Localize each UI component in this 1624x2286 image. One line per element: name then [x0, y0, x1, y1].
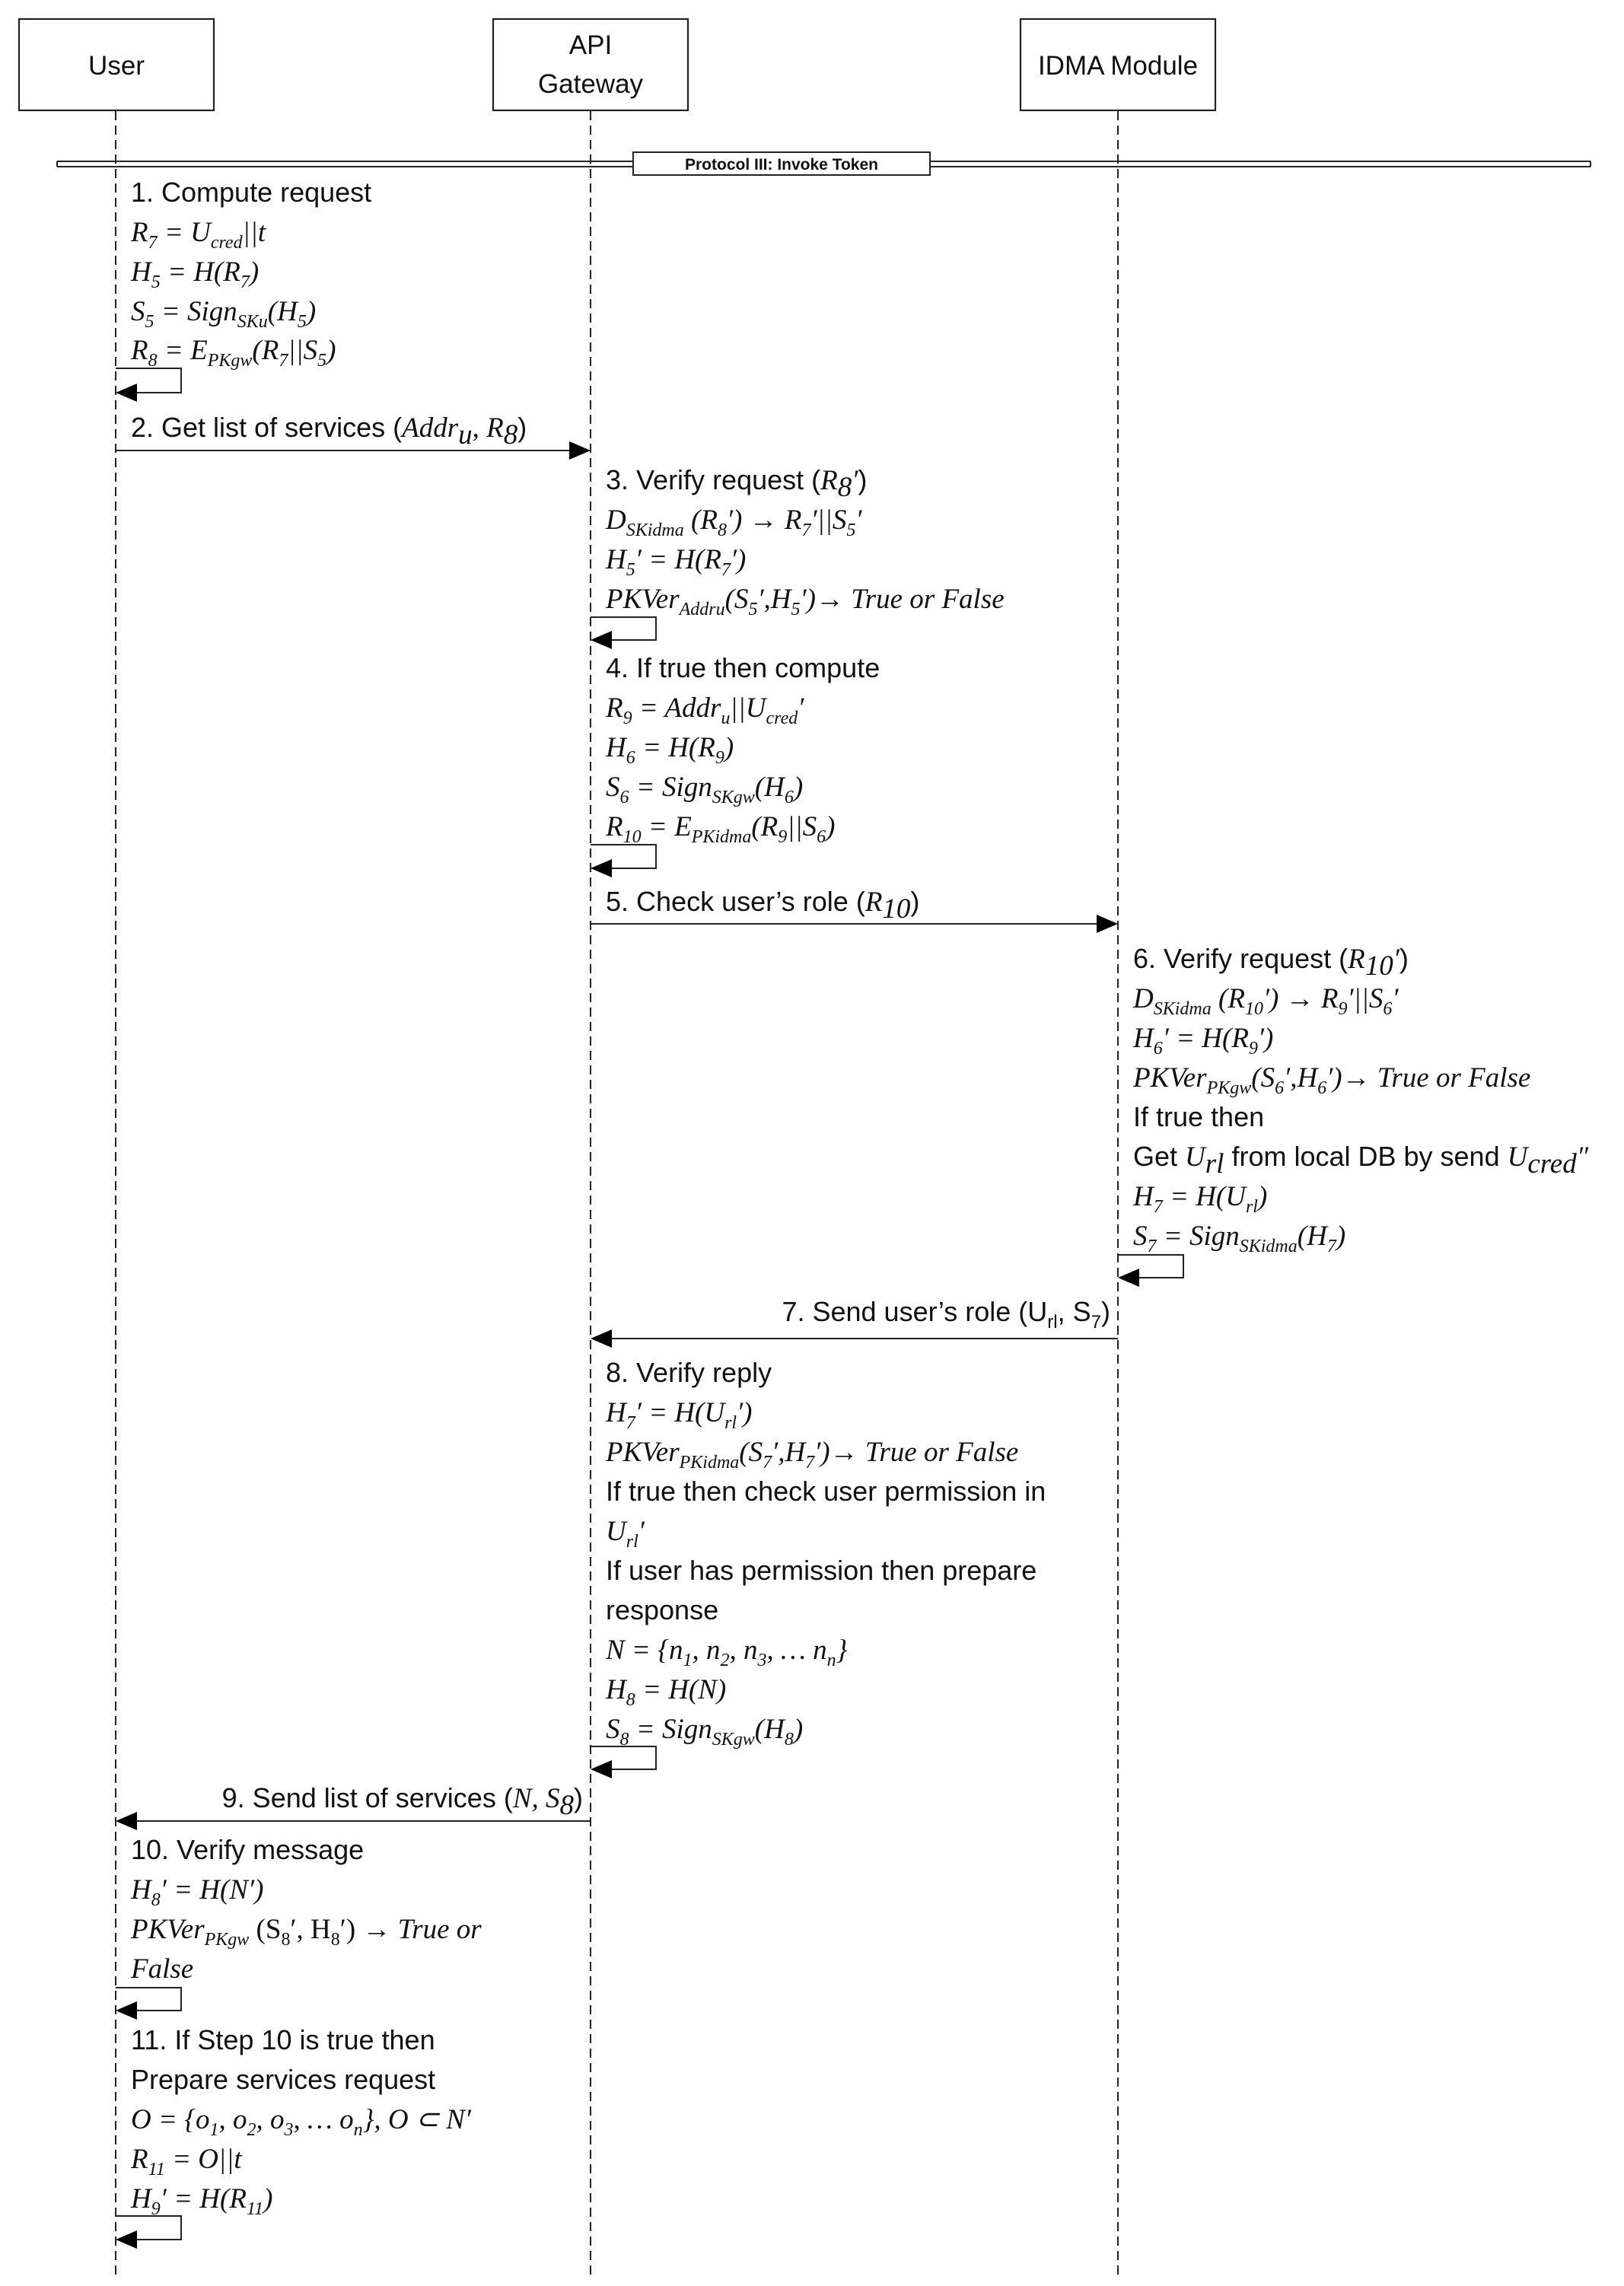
self-loop-step-11	[116, 2215, 182, 2249]
svg-text:User: User	[88, 51, 145, 81]
eq-pkver-pkgw-s8: PKVerPKgw (S8′, H8′) → True or	[130, 1914, 482, 1950]
svg-text:5. Check user’s role (R10): 5. Check user’s role (R10)	[606, 886, 919, 925]
eq-pkver-pkidma: PKVerPKidma(S7′,H7′)→ True or False	[605, 1437, 1018, 1473]
svg-text:7. Send user’s role (Url, S7): 7. Send user’s role (Url, S7)	[782, 1296, 1110, 1332]
eq-h9-prime: H9′ = H(R11)	[130, 2183, 273, 2219]
eq-s6: S6 = SignSKgw(H6)	[606, 772, 803, 807]
eq-h7: H7 = H(Url)	[1132, 1181, 1267, 1217]
self-loop-step-8	[591, 1746, 657, 1778]
protocol-banner: Protocol III: Invoke Token	[56, 151, 1591, 176]
self-loop-step-10	[116, 1987, 182, 2020]
eq-decrypt-r8: DSKidma (R8′) → R7′||S5′	[605, 505, 862, 540]
eq-s7: S7 = SignSKidma(H7)	[1133, 1221, 1345, 1256]
svg-text:Get Url from local DB by send: Get Url from local DB by send Ucred″	[1133, 1141, 1589, 1180]
svg-text:False: False	[130, 1953, 193, 1985]
eq-o-set: O = {o1, o2, o3, … on}, O ⊂ N′	[131, 2104, 472, 2140]
svg-text:3. Verify request (R8′): 3. Verify request (R8′)	[606, 464, 867, 503]
svg-text:Gateway: Gateway	[538, 69, 644, 99]
self-loop-step-4	[591, 844, 657, 877]
eq-r7: R7 = Ucred||t	[130, 217, 267, 253]
message-5-check-users-role: 5. Check user’s role (R10)	[591, 886, 1118, 933]
eq-s5: S5 = SignSKu(H5)	[131, 296, 316, 332]
eq-decrypt-r10: DSKidma (R10′) → R9′||S6′	[1132, 983, 1399, 1019]
eq-h5-prime: H5′ = H(R7′)	[605, 544, 746, 580]
step-4-if-true-compute: 4. If true then compute R9 = Addru||Ucre…	[605, 652, 880, 847]
eq-h7-prime: H7′ = H(Url′)	[605, 1397, 753, 1433]
svg-text:Protocol III: Invoke Token: Protocol III: Invoke Token	[685, 156, 878, 174]
eq-h6-prime: H6′ = H(R9′)	[1132, 1023, 1273, 1059]
step-1-compute-request: 1. Compute request R7 = Ucred||t H5 = H(…	[130, 177, 371, 371]
eq-r8: R8 = EPKgw(R7||S5)	[130, 335, 336, 371]
step-10-verify-message: 10. Verify message H8′ = H(N′) PKVerPKgw…	[130, 1834, 482, 1985]
svg-text:If true then: If true then	[1133, 1101, 1264, 1132]
self-loop-step-1	[116, 368, 182, 402]
eq-n-set: N = {n1, n2, n3, … nn}	[605, 1635, 848, 1670]
svg-text:response: response	[606, 1594, 718, 1625]
step-3-verify-request: 3. Verify request (R8′) DSKidma (R8′) → …	[605, 464, 1005, 619]
svg-text:6. Verify request (R10′): 6. Verify request (R10′)	[1133, 943, 1409, 982]
eq-h6: H6 = H(R9)	[605, 732, 734, 768]
svg-text:API: API	[569, 30, 612, 60]
eq-h5: H5 = H(R7)	[130, 256, 259, 292]
eq-r10: R10 = EPKidma(R9||S6)	[605, 811, 835, 847]
svg-text:9. Send list of services (N, S: 9. Send list of services (N, S8)	[222, 1782, 583, 1821]
actor-idma-module: IDMA Module	[1019, 18, 1217, 112]
actor-api-gateway: API Gateway	[492, 18, 689, 112]
eq-h8: H8 = H(N)	[605, 1674, 726, 1710]
eq-pkver-pkgw: PKVerPKgw(S6′,H6′)→ True or False	[1132, 1062, 1530, 1098]
svg-text:10. Verify message: 10. Verify message	[131, 1834, 364, 1865]
eq-s8: S8 = SignSKgw(H8)	[606, 1714, 803, 1750]
step-8-verify-reply: 8. Verify reply H7′ = H(Url′) PKVerPKidm…	[605, 1357, 1046, 1750]
message-7-send-users-role: 7. Send user’s role (Url, S7)	[591, 1296, 1118, 1348]
eq-h8-prime: H8′ = H(N′)	[130, 1874, 263, 1910]
svg-text:4. If true then compute: 4. If true then compute	[606, 652, 880, 683]
self-loop-step-3	[591, 616, 657, 649]
svg-text:If user has permission then pr: If user has permission then prepare	[606, 1555, 1036, 1586]
svg-text:2. Get list of services (Addru: 2. Get list of services (Addru, R8)	[131, 412, 527, 451]
eq-r11: R11 = O||t	[130, 2144, 243, 2179]
message-9-send-list-of-services: 9. Send list of services (N, S8)	[116, 1782, 591, 1830]
eq-r9: R9 = Addru||Ucred′	[605, 692, 804, 728]
self-loop-step-6	[1118, 1254, 1184, 1287]
eq-pkver-addru: PKVerAddru(S5′,H5′)→ True or False	[605, 584, 1005, 619]
message-2-get-list-of-services: 2. Get list of services (Addru, R8)	[116, 412, 591, 460]
step-11-prepare-services-request: 11. If Step 10 is true then Prepare serv…	[130, 2024, 472, 2219]
svg-text:11. If Step 10 is true then: 11. If Step 10 is true then	[131, 2024, 435, 2055]
svg-text:If true then check user permis: If true then check user permission in	[606, 1476, 1046, 1507]
svg-text:1. Compute request: 1. Compute request	[131, 177, 371, 208]
step-6-verify-request: 6. Verify request (R10′) DSKidma (R10′) …	[1132, 943, 1589, 1256]
eq-url-prime: Url′	[606, 1516, 645, 1552]
svg-text:IDMA Module: IDMA Module	[1038, 51, 1198, 81]
svg-text:Prepare services request: Prepare services request	[131, 2064, 435, 2095]
svg-text:8. Verify reply: 8. Verify reply	[606, 1357, 772, 1388]
actor-user: User	[18, 18, 215, 112]
